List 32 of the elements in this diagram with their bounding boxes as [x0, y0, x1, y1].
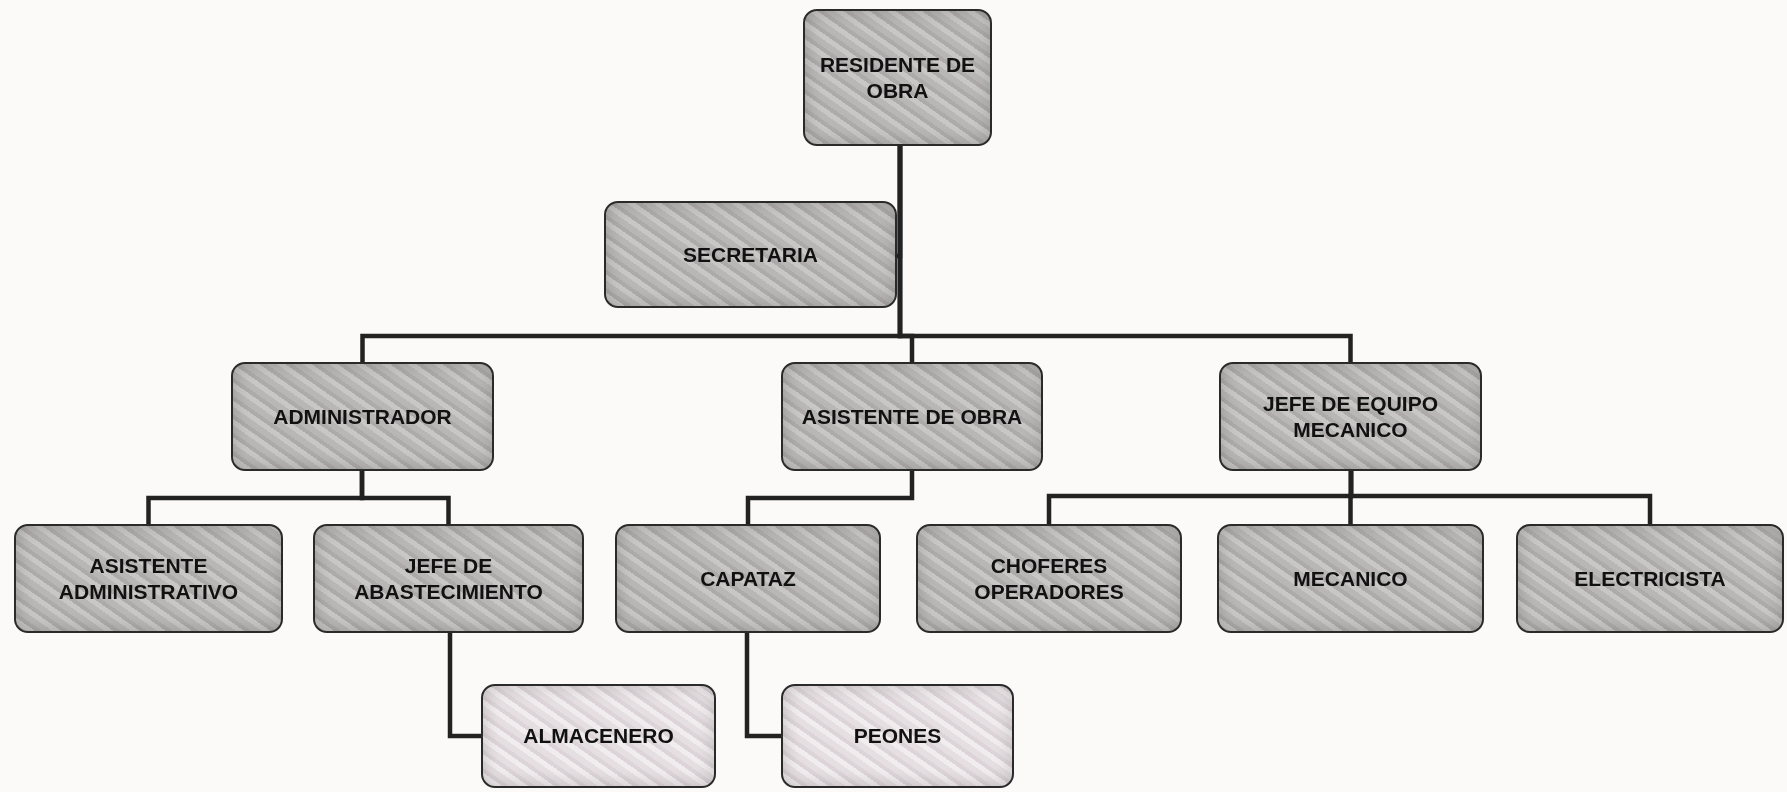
- connector-line: [359, 471, 451, 524]
- org-box: [14, 524, 283, 633]
- role-title: JEFE DE ABASTECIMIENTO: [353, 553, 544, 605]
- org-box: [916, 524, 1182, 633]
- role-title: ASISTENTE DE OBRA: [800, 403, 1024, 430]
- role-title: JEFE DE EQUIPO MECANICO: [1261, 391, 1439, 443]
- connector-line: [745, 471, 915, 524]
- org-box: [313, 524, 584, 633]
- role-title: CAPATAZ: [699, 565, 797, 592]
- org-box: [604, 201, 897, 308]
- role-title: ELECTRICISTA: [1573, 565, 1727, 592]
- role-title: ALMACENERO: [522, 723, 675, 750]
- connector-line: [1348, 471, 1653, 524]
- role-title: PEONES: [852, 723, 943, 750]
- org-box: [231, 362, 494, 471]
- org-box: [1516, 524, 1784, 633]
- connector-line: [744, 633, 781, 739]
- role-title: RESIDENTE DE OBRA: [818, 52, 977, 104]
- role-title: CHOFERES OPERADORES: [973, 553, 1125, 605]
- role-title: MECANICO: [1292, 565, 1409, 592]
- org-box: [803, 9, 992, 146]
- connector-line: [447, 633, 481, 739]
- role-title: ADMINISTRADOR: [272, 403, 453, 430]
- org-box: [781, 684, 1014, 788]
- org-box: [615, 524, 881, 633]
- role-title: ASISTENTE ADMINISTRATIVO: [57, 553, 240, 605]
- org-box: [1219, 362, 1482, 471]
- role-title: SECRETARIA: [682, 241, 819, 268]
- org-box: [1217, 524, 1484, 633]
- org-box: [781, 362, 1043, 471]
- org-box: [481, 684, 716, 788]
- connector-line: [897, 146, 1353, 362]
